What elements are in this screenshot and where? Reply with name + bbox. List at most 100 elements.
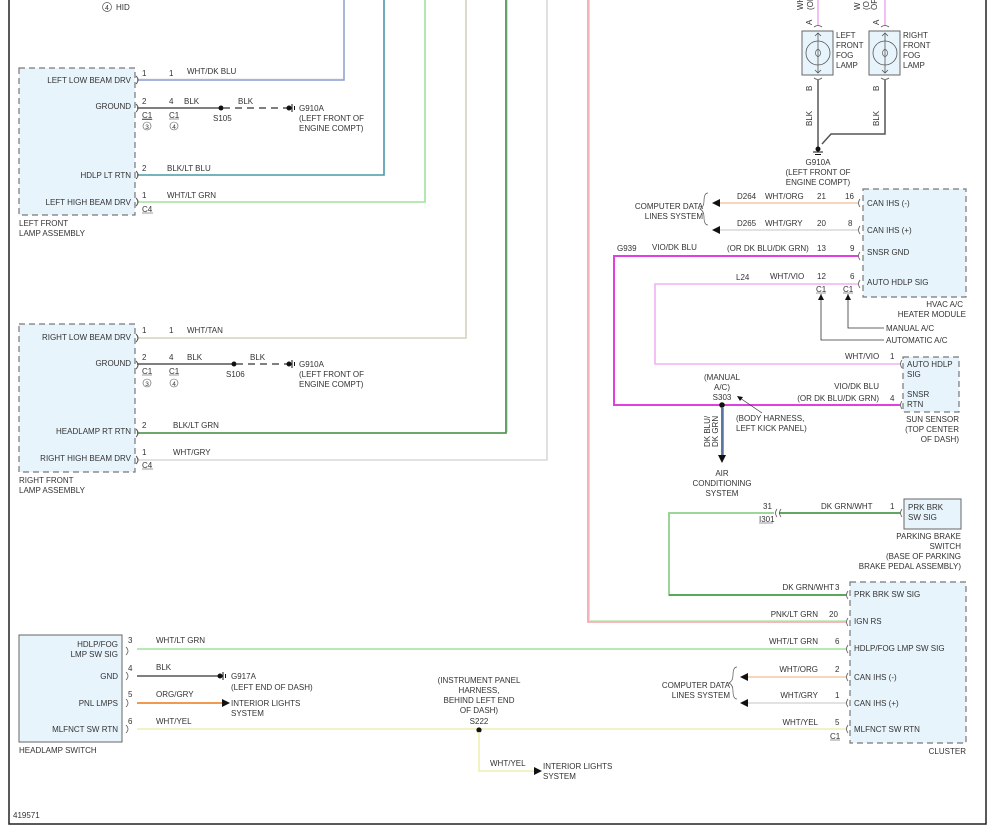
svg-text:SYSTEM: SYSTEM <box>231 709 264 718</box>
svg-text:SYSTEM: SYSTEM <box>706 489 739 498</box>
hvac-arrows <box>699 192 851 300</box>
svg-text:2: 2 <box>835 665 840 674</box>
svg-text:WHT/YEL: WHT/YEL <box>782 718 818 727</box>
wire-pnk-lt-grn <box>587 0 846 623</box>
svg-text:FRONT: FRONT <box>836 41 864 50</box>
hvac-connector-labels: COMPUTER DATA LINES SYSTEM D264 WHT/ORG … <box>617 192 948 345</box>
svg-text:BLK: BLK <box>250 353 266 362</box>
svg-text:12: 12 <box>817 272 826 281</box>
svg-text:4: 4 <box>128 664 133 673</box>
svg-text:A/C): A/C) <box>714 383 730 392</box>
svg-text:C4: C4 <box>142 205 153 214</box>
svg-text:6: 6 <box>850 272 855 281</box>
svg-text:(MANUAL: (MANUAL <box>704 373 741 382</box>
svg-text:SYSTEM: SYSTEM <box>543 772 576 781</box>
svg-text:2: 2 <box>142 164 147 173</box>
svg-text:2: 2 <box>142 353 147 362</box>
fog-ground-g910a: G910A (LEFT FRONT OF ENGINE COMPT) <box>785 146 851 187</box>
parking-brake-switch[interactable]: PRK BRK SW SIG PARKING BRAKE SWITCH (BAS… <box>859 498 962 571</box>
svg-text:C1: C1 <box>142 367 153 376</box>
svg-text:DK BLU/: DK BLU/ <box>703 415 712 447</box>
svg-text:DK GRN/WHT: DK GRN/WHT <box>782 583 834 592</box>
svg-text:8: 8 <box>848 219 853 228</box>
svg-text:BLK/LT BLU: BLK/LT BLU <box>167 164 211 173</box>
svg-text:B: B <box>872 86 881 91</box>
svg-text:3: 3 <box>145 381 149 388</box>
svg-text:G910A: G910A <box>299 360 325 369</box>
svg-text:(LEFT FRONT OF: (LEFT FRONT OF <box>299 370 364 379</box>
svg-text:(O: (O <box>862 1 871 10</box>
svg-text:D264: D264 <box>737 192 757 201</box>
svg-text:AUTO HDLP SIG: AUTO HDLP SIG <box>867 278 929 287</box>
svg-text:FOG: FOG <box>903 51 920 60</box>
svg-text:W: W <box>853 2 862 10</box>
svg-text:MLFNCT SW RTN: MLFNCT SW RTN <box>854 725 920 734</box>
svg-text:BRAKE PEDAL ASSEMBLY): BRAKE PEDAL ASSEMBLY) <box>859 562 962 571</box>
svg-text:SNSR GND: SNSR GND <box>867 248 909 257</box>
svg-text:BLK: BLK <box>184 97 200 106</box>
svg-text:1: 1 <box>169 326 174 335</box>
svg-text:LINES SYSTEM: LINES SYSTEM <box>672 691 731 700</box>
svg-text:WHT/YEL: WHT/YEL <box>490 759 526 768</box>
svg-text:A: A <box>872 19 881 25</box>
left-front-lamp-assembly[interactable]: LEFT LOW BEAM DRV GROUND HDLP LT RTN LEF… <box>18 67 136 238</box>
harness-wires <box>137 0 846 623</box>
cluster-wires <box>137 590 849 734</box>
svg-text:COMPUTER DATA: COMPUTER DATA <box>662 681 731 690</box>
svg-text:S106: S106 <box>226 370 245 379</box>
svg-text:6: 6 <box>128 717 133 726</box>
svg-text:VIO/DK BLU: VIO/DK BLU <box>652 243 697 252</box>
diagram-frame <box>8 0 987 825</box>
svg-text:1: 1 <box>142 69 147 78</box>
headlamp-switch[interactable]: HDLP/FOG LMP SW SIG GND PNL LMPS MLFNCT … <box>18 634 123 755</box>
right-lamp-connectors: 1 1 WHT/TAN 2 4 BLK BLK C1 3 C1 4 2 BLK/… <box>135 326 364 470</box>
instrument-cluster[interactable]: PRK BRK SW SIG IGN RS HDLP/FOG LMP SW SI… <box>849 581 967 756</box>
wire-blk-lt-grn <box>137 0 507 434</box>
right-front-fog-lamp[interactable]: RIGHT FRONT FOG LAMP A B BLK W (O OF <box>853 0 931 126</box>
svg-text:ORG/GRY: ORG/GRY <box>156 690 194 699</box>
svg-text:BLK: BLK <box>872 110 881 126</box>
svg-text:CLUSTER: CLUSTER <box>929 747 967 756</box>
svg-text:4: 4 <box>105 5 109 12</box>
svg-text:3: 3 <box>128 636 133 645</box>
svg-text:16: 16 <box>845 192 854 201</box>
svg-text:2: 2 <box>142 421 147 430</box>
wire-blk-lt-blu <box>137 0 385 176</box>
svg-text:FOG: FOG <box>836 51 853 60</box>
svg-text:SWITCH: SWITCH <box>929 542 961 551</box>
svg-text:GROUND: GROUND <box>95 359 131 368</box>
headlamp-switch-wires <box>125 646 230 734</box>
svg-text:ENGINE COMPT): ENGINE COMPT) <box>299 380 364 389</box>
svg-text:HEADLAMP SWITCH: HEADLAMP SWITCH <box>19 746 97 755</box>
svg-text:ENGINE COMPT): ENGINE COMPT) <box>786 178 851 187</box>
svg-text:A: A <box>805 19 814 25</box>
svg-text:C1: C1 <box>142 111 153 120</box>
svg-text:WH: WH <box>796 0 805 10</box>
svg-text:21: 21 <box>817 192 826 201</box>
right-front-lamp-assembly[interactable]: RIGHT LOW BEAM DRV GROUND HEADLAMP RT RT… <box>18 323 136 495</box>
svg-text:HDLP LT RTN: HDLP LT RTN <box>80 171 131 180</box>
sun-sensor[interactable]: AUTO HDLP SIG SNSR RTN SUN SENSOR (TOP C… <box>902 356 960 444</box>
svg-text:BLK: BLK <box>156 663 172 672</box>
svg-text:WHT/GRY: WHT/GRY <box>173 448 211 457</box>
svg-text:SUN SENSOR: SUN SENSOR <box>906 415 959 424</box>
svg-text:4: 4 <box>169 97 174 106</box>
svg-text:31: 31 <box>763 502 772 511</box>
svg-text:PNL LMPS: PNL LMPS <box>79 699 118 708</box>
svg-text:20: 20 <box>817 219 826 228</box>
svg-text:I301: I301 <box>759 515 775 524</box>
svg-text:WHT/DK BLU: WHT/DK BLU <box>187 67 237 76</box>
left-front-fog-lamp[interactable]: LEFT FRONT FOG LAMP A B BLK WH (OR <box>796 0 864 126</box>
svg-text:1: 1 <box>142 326 147 335</box>
svg-text:4: 4 <box>172 381 176 388</box>
left-lamp-connectors: 1 1 WHT/DK BLU 2 4 BLK BLK C1 3 C1 4 2 B… <box>135 67 364 214</box>
svg-text:L24: L24 <box>736 273 750 282</box>
svg-text:HDLP/FOG: HDLP/FOG <box>77 640 118 649</box>
svg-text:IGN RS: IGN RS <box>854 617 882 626</box>
hvac-wires <box>613 202 900 406</box>
svg-text:1: 1 <box>142 191 147 200</box>
wire-wht-dk-blu <box>137 0 345 81</box>
svg-text:OF DASH): OF DASH) <box>921 435 960 444</box>
hvac-heater-module[interactable]: CAN IHS (-) CAN IHS (+) SNSR GND AUTO HD… <box>862 188 967 319</box>
svg-text:2: 2 <box>142 97 147 106</box>
